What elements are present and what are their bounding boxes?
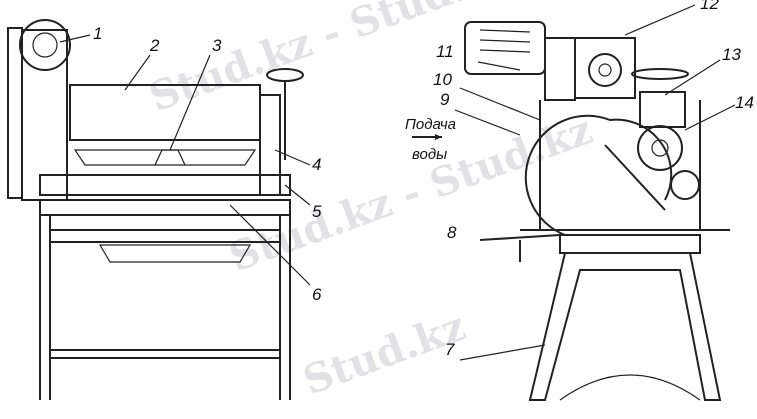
side-view bbox=[412, 4, 736, 401]
callout-label: 1 bbox=[93, 24, 103, 43]
callout-label: 4 bbox=[312, 155, 322, 174]
callout-label: 7 bbox=[445, 340, 455, 359]
callout-label: 14 bbox=[735, 93, 754, 112]
water-supply-label: Подача bbox=[405, 116, 456, 133]
callout-label: 6 bbox=[312, 285, 322, 304]
callout-label: 8 bbox=[447, 223, 457, 242]
callout-label: 9 bbox=[440, 90, 450, 109]
callout-label: 2 bbox=[150, 36, 160, 55]
callout-label: 3 bbox=[212, 36, 222, 55]
callout-label: 13 bbox=[722, 45, 741, 64]
callout-label: 5 bbox=[312, 202, 322, 221]
water-supply-label: воды bbox=[412, 146, 448, 163]
callout-label: 12 bbox=[700, 0, 719, 13]
callout-label: 11 bbox=[436, 42, 454, 61]
callout-label: 10 bbox=[433, 70, 452, 89]
front-view bbox=[7, 19, 311, 400]
